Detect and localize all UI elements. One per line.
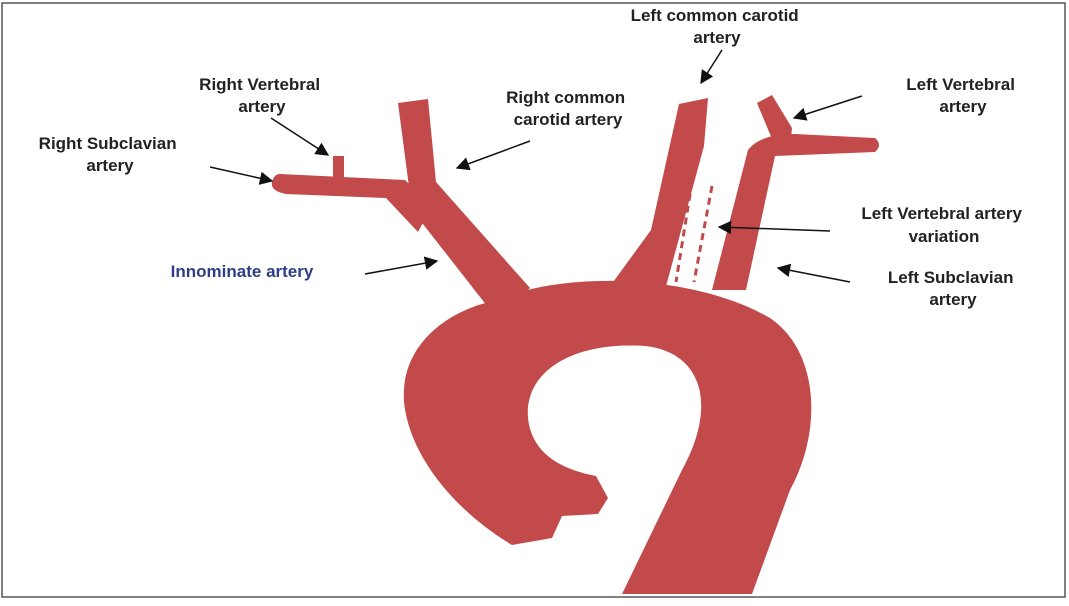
label-right-vertebral-line2: artery bbox=[238, 97, 286, 116]
label-right-subclavian-line1: Right Subclavian bbox=[39, 134, 177, 153]
label-left-subclavian-line2: artery bbox=[929, 290, 977, 309]
label-left-vertebral-variation-line1: Left Vertebral artery bbox=[861, 204, 1022, 223]
label-left-common-carotid-line2: artery bbox=[693, 28, 741, 47]
label-right-common-carotid-line1: Right common bbox=[506, 88, 625, 107]
label-innominate: Innominate artery bbox=[171, 262, 314, 281]
right-vertebral-artery-shape bbox=[333, 156, 344, 180]
label-left-vertebral-line1: Left Vertebral bbox=[906, 75, 1015, 94]
label-left-subclavian-line1: Left Subclavian bbox=[888, 268, 1014, 287]
label-right-subclavian-line2: artery bbox=[86, 156, 134, 175]
label-right-common-carotid-line2: carotid artery bbox=[514, 110, 623, 129]
label-left-vertebral-variation-line2: variation bbox=[909, 227, 980, 246]
label-right-vertebral-line1: Right Vertebral bbox=[199, 75, 320, 94]
label-left-common-carotid-line1: Left common carotid bbox=[631, 6, 799, 25]
label-innominate-line1: Innominate artery bbox=[171, 262, 314, 281]
label-left-vertebral-line2: artery bbox=[939, 97, 987, 116]
